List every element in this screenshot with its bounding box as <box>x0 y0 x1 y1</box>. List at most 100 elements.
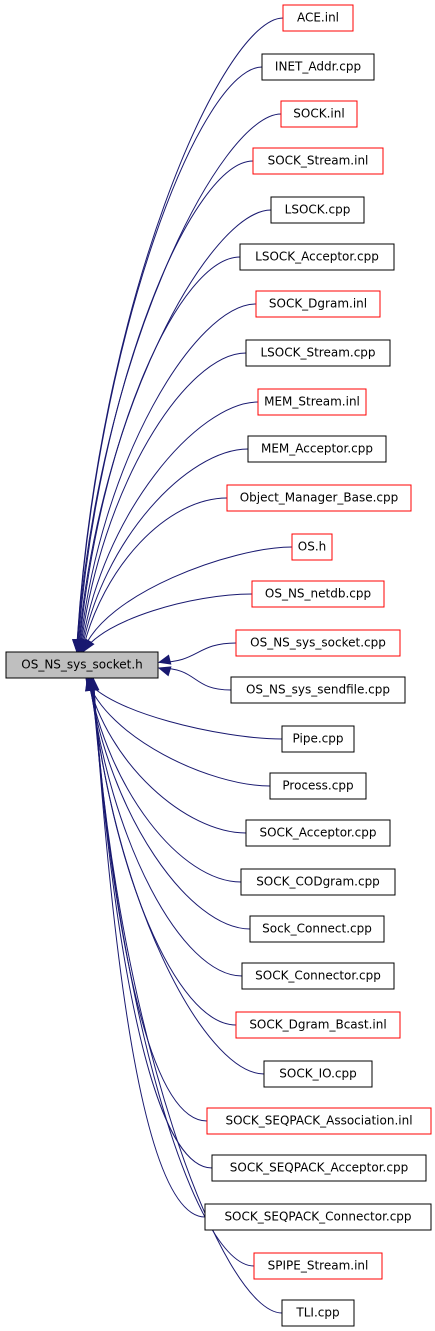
edge-line-sock-seqpack-acceptor-cpp <box>92 678 213 1169</box>
node-box-object-manager-base-cpp <box>226 484 412 512</box>
node-box-ace-inl <box>282 4 354 32</box>
node-inet-addr-cpp[interactable]: INET_Addr.cpp <box>261 53 375 81</box>
node-label-process-cpp: Process.cpp <box>282 779 353 793</box>
node-label-sock-acceptor-cpp: SOCK_Acceptor.cpp <box>259 826 376 840</box>
edge-line-object-manager-base-cpp <box>82 497 228 652</box>
node-label-lsock-acceptor-cpp: LSOCK_Acceptor.cpp <box>255 250 379 264</box>
node-label-tli-cpp: TLI.cpp <box>295 1306 339 1320</box>
edge-line-sock-inl <box>76 113 282 652</box>
node-sock-codgram-cpp[interactable]: SOCK_CODgram.cpp <box>240 868 396 896</box>
edge-line-sock-stream-inl <box>76 160 254 652</box>
node-box-mem-stream-inl <box>257 388 367 416</box>
node-spipe-stream-inl[interactable]: SPIPE_Stream.inl <box>253 1252 383 1280</box>
node-os-ns-netdb-cpp[interactable]: OS_NS_netdb.cpp <box>251 580 385 608</box>
edge-line-lsock-cpp <box>77 209 272 652</box>
edge-line-mem-acceptor-cpp <box>81 448 249 652</box>
node-os-h[interactable]: OS.h <box>291 533 333 561</box>
node-pipe-cpp[interactable]: Pipe.cpp <box>281 725 355 753</box>
node-box-spipe-stream-inl <box>253 1252 383 1280</box>
node-lsock-acceptor-cpp[interactable]: LSOCK_Acceptor.cpp <box>239 243 395 271</box>
edge-tli-cpp <box>88 677 283 1314</box>
node-sock-acceptor-cpp[interactable]: SOCK_Acceptor.cpp <box>245 819 391 847</box>
node-label-object-manager-base-cpp: Object_Manager_Base.cpp <box>240 491 399 505</box>
node-label-sock-seqpack-connector-cpp: SOCK_SEQPACK_Connector.cpp <box>224 1210 411 1224</box>
node-label-sock-connector-cpp: SOCK_Connector.cpp <box>255 969 381 983</box>
node-label-mem-acceptor-cpp: MEM_Acceptor.cpp <box>261 442 373 456</box>
node-box-os-ns-sys-sendfile-cpp <box>230 676 406 704</box>
node-lsock-cpp[interactable]: LSOCK.cpp <box>270 196 365 224</box>
node-sock-dgram-inl[interactable]: SOCK_Dgram.inl <box>255 290 381 318</box>
node-box-mem-acceptor-cpp <box>247 435 387 463</box>
node-box-sock-codgram-cpp <box>240 868 396 896</box>
node-sock-connect-cpp[interactable]: Sock_Connect.cpp <box>249 915 385 943</box>
node-box-os-h <box>291 533 333 561</box>
edge-line-lsock-stream-cpp <box>79 352 247 652</box>
edge-sock-connector-cpp <box>85 677 243 977</box>
edge-os-ns-sys-socket-cpp <box>157 642 237 665</box>
root-node-box <box>5 651 159 679</box>
node-sock-connector-cpp[interactable]: SOCK_Connector.cpp <box>241 962 395 990</box>
root-node-label: OS_NS_sys_socket.h <box>21 658 142 672</box>
edge-mem-stream-inl <box>77 401 259 653</box>
node-mem-acceptor-cpp[interactable]: MEM_Acceptor.cpp <box>247 435 387 463</box>
root-node[interactable]: OS_NS_sys_socket.h <box>5 651 159 679</box>
node-object-manager-base-cpp[interactable]: Object_Manager_Base.cpp <box>226 484 412 512</box>
edge-line-sock-acceptor-cpp <box>87 678 247 834</box>
node-label-mem-stream-inl: MEM_Stream.inl <box>264 395 360 409</box>
edge-os-ns-sys-sendfile-cpp <box>157 666 232 691</box>
node-lsock-stream-cpp[interactable]: LSOCK_Stream.cpp <box>245 339 391 367</box>
node-box-sock-stream-inl <box>252 147 384 175</box>
edge-line-process-cpp <box>86 678 271 787</box>
node-ace-inl[interactable]: ACE.inl <box>282 4 354 32</box>
node-process-cpp[interactable]: Process.cpp <box>269 772 367 800</box>
node-box-sock-seqpack-association-inl <box>206 1107 432 1135</box>
node-box-sock-dgram-inl <box>255 290 381 318</box>
edge-arrowhead-tli-cpp <box>88 677 100 691</box>
edge-arrowhead-os-ns-netdb-cpp <box>83 638 95 653</box>
edge-sock-stream-inl <box>73 160 254 653</box>
edge-line-sock-dgram-inl <box>79 303 257 652</box>
node-label-spipe-stream-inl: SPIPE_Stream.inl <box>268 1259 369 1273</box>
node-label-inet-addr-cpp: INET_Addr.cpp <box>275 60 361 74</box>
edge-object-manager-base-cpp <box>80 497 228 653</box>
node-label-sock-inl: SOCK.inl <box>293 107 344 121</box>
edge-line-os-ns-sys-socket-cpp <box>158 642 237 663</box>
node-label-os-ns-netdb-cpp: OS_NS_netdb.cpp <box>265 587 371 601</box>
node-label-os-h: OS.h <box>298 540 326 554</box>
edge-line-sock-dgram-bcast-inl <box>89 678 237 1026</box>
node-sock-io-cpp[interactable]: SOCK_IO.cpp <box>263 1060 373 1088</box>
node-box-sock-io-cpp <box>263 1060 373 1088</box>
node-label-lsock-stream-cpp: LSOCK_Stream.cpp <box>260 346 375 360</box>
node-box-lsock-acceptor-cpp <box>239 243 395 271</box>
node-sock-dgram-bcast-inl[interactable]: SOCK_Dgram_Bcast.inl <box>235 1011 401 1039</box>
node-label-pipe-cpp: Pipe.cpp <box>293 732 344 746</box>
graph-nodes: ACE.inlINET_Addr.cppSOCK.inlSOCK_Stream.… <box>204 4 432 1327</box>
node-sock-inl[interactable]: SOCK.inl <box>280 100 358 128</box>
node-box-sock-seqpack-acceptor-cpp <box>211 1154 427 1182</box>
edge-sock-seqpack-connector-cpp <box>88 677 206 1218</box>
node-box-sock-seqpack-connector-cpp <box>204 1203 432 1231</box>
node-label-ace-inl: ACE.inl <box>297 11 339 25</box>
edge-os-ns-netdb-cpp <box>83 593 253 653</box>
node-box-sock-dgram-bcast-inl <box>235 1011 401 1039</box>
node-os-ns-sys-sendfile-cpp[interactable]: OS_NS_sys_sendfile.cpp <box>230 676 406 704</box>
node-sock-stream-inl[interactable]: SOCK_Stream.inl <box>252 147 384 175</box>
node-tli-cpp[interactable]: TLI.cpp <box>281 1299 355 1327</box>
node-mem-stream-inl[interactable]: MEM_Stream.inl <box>257 388 367 416</box>
edge-line-sock-io-cpp <box>90 678 265 1075</box>
node-os-ns-sys-socket-cpp[interactable]: OS_NS_sys_socket.cpp <box>235 629 401 657</box>
edge-arrowhead-os-ns-sys-socket-cpp <box>157 654 172 665</box>
node-box-pipe-cpp <box>281 725 355 753</box>
node-label-sock-seqpack-association-inl: SOCK_SEQPACK_Association.inl <box>225 1114 412 1128</box>
node-label-sock-io-cpp: SOCK_IO.cpp <box>279 1067 356 1081</box>
edge-line-sock-seqpack-connector-cpp <box>92 678 206 1218</box>
node-box-os-ns-netdb-cpp <box>251 580 385 608</box>
node-sock-seqpack-association-inl[interactable]: SOCK_SEQPACK_Association.inl <box>206 1107 432 1135</box>
node-sock-seqpack-connector-cpp[interactable]: SOCK_SEQPACK_Connector.cpp <box>204 1203 432 1231</box>
edge-line-lsock-acceptor-cpp <box>78 256 241 652</box>
node-label-os-ns-sys-socket-cpp: OS_NS_sys_socket.cpp <box>250 636 386 650</box>
edge-line-sock-connector-cpp <box>89 678 243 977</box>
node-sock-seqpack-acceptor-cpp[interactable]: SOCK_SEQPACK_Acceptor.cpp <box>211 1154 427 1182</box>
node-label-lsock-cpp: LSOCK.cpp <box>285 203 351 217</box>
